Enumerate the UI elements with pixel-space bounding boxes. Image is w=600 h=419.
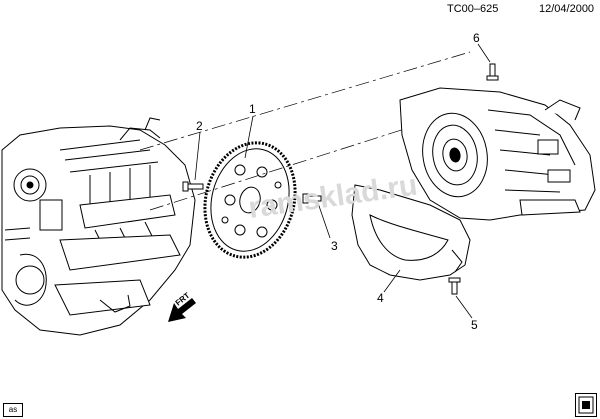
arrow-left-down-icon xyxy=(168,298,196,322)
leader-lines xyxy=(194,43,491,319)
gm-logo-icon xyxy=(575,393,597,417)
stud-6 xyxy=(486,63,499,81)
bolt-2 xyxy=(182,181,204,192)
callout-2: 2 xyxy=(196,119,203,133)
callout-4: 4 xyxy=(377,291,384,305)
doc-id: TC00–625 xyxy=(447,3,498,15)
bolt-3 xyxy=(302,193,322,204)
callout-6: 6 xyxy=(473,31,480,45)
alignment-centerline-upper xyxy=(139,51,471,151)
callout-3: 3 xyxy=(331,239,338,253)
bolt-5 xyxy=(448,277,461,295)
converter-cover xyxy=(351,184,471,281)
engine-block xyxy=(1,117,196,336)
callout-1: 1 xyxy=(249,102,256,116)
doc-date: 12/04/2000 xyxy=(539,3,594,15)
transmission xyxy=(399,87,596,221)
callout-5: 5 xyxy=(471,318,478,332)
footer-badge: as xyxy=(3,403,23,417)
frt-arrow: FRT xyxy=(168,291,196,322)
flexplate xyxy=(203,141,297,259)
